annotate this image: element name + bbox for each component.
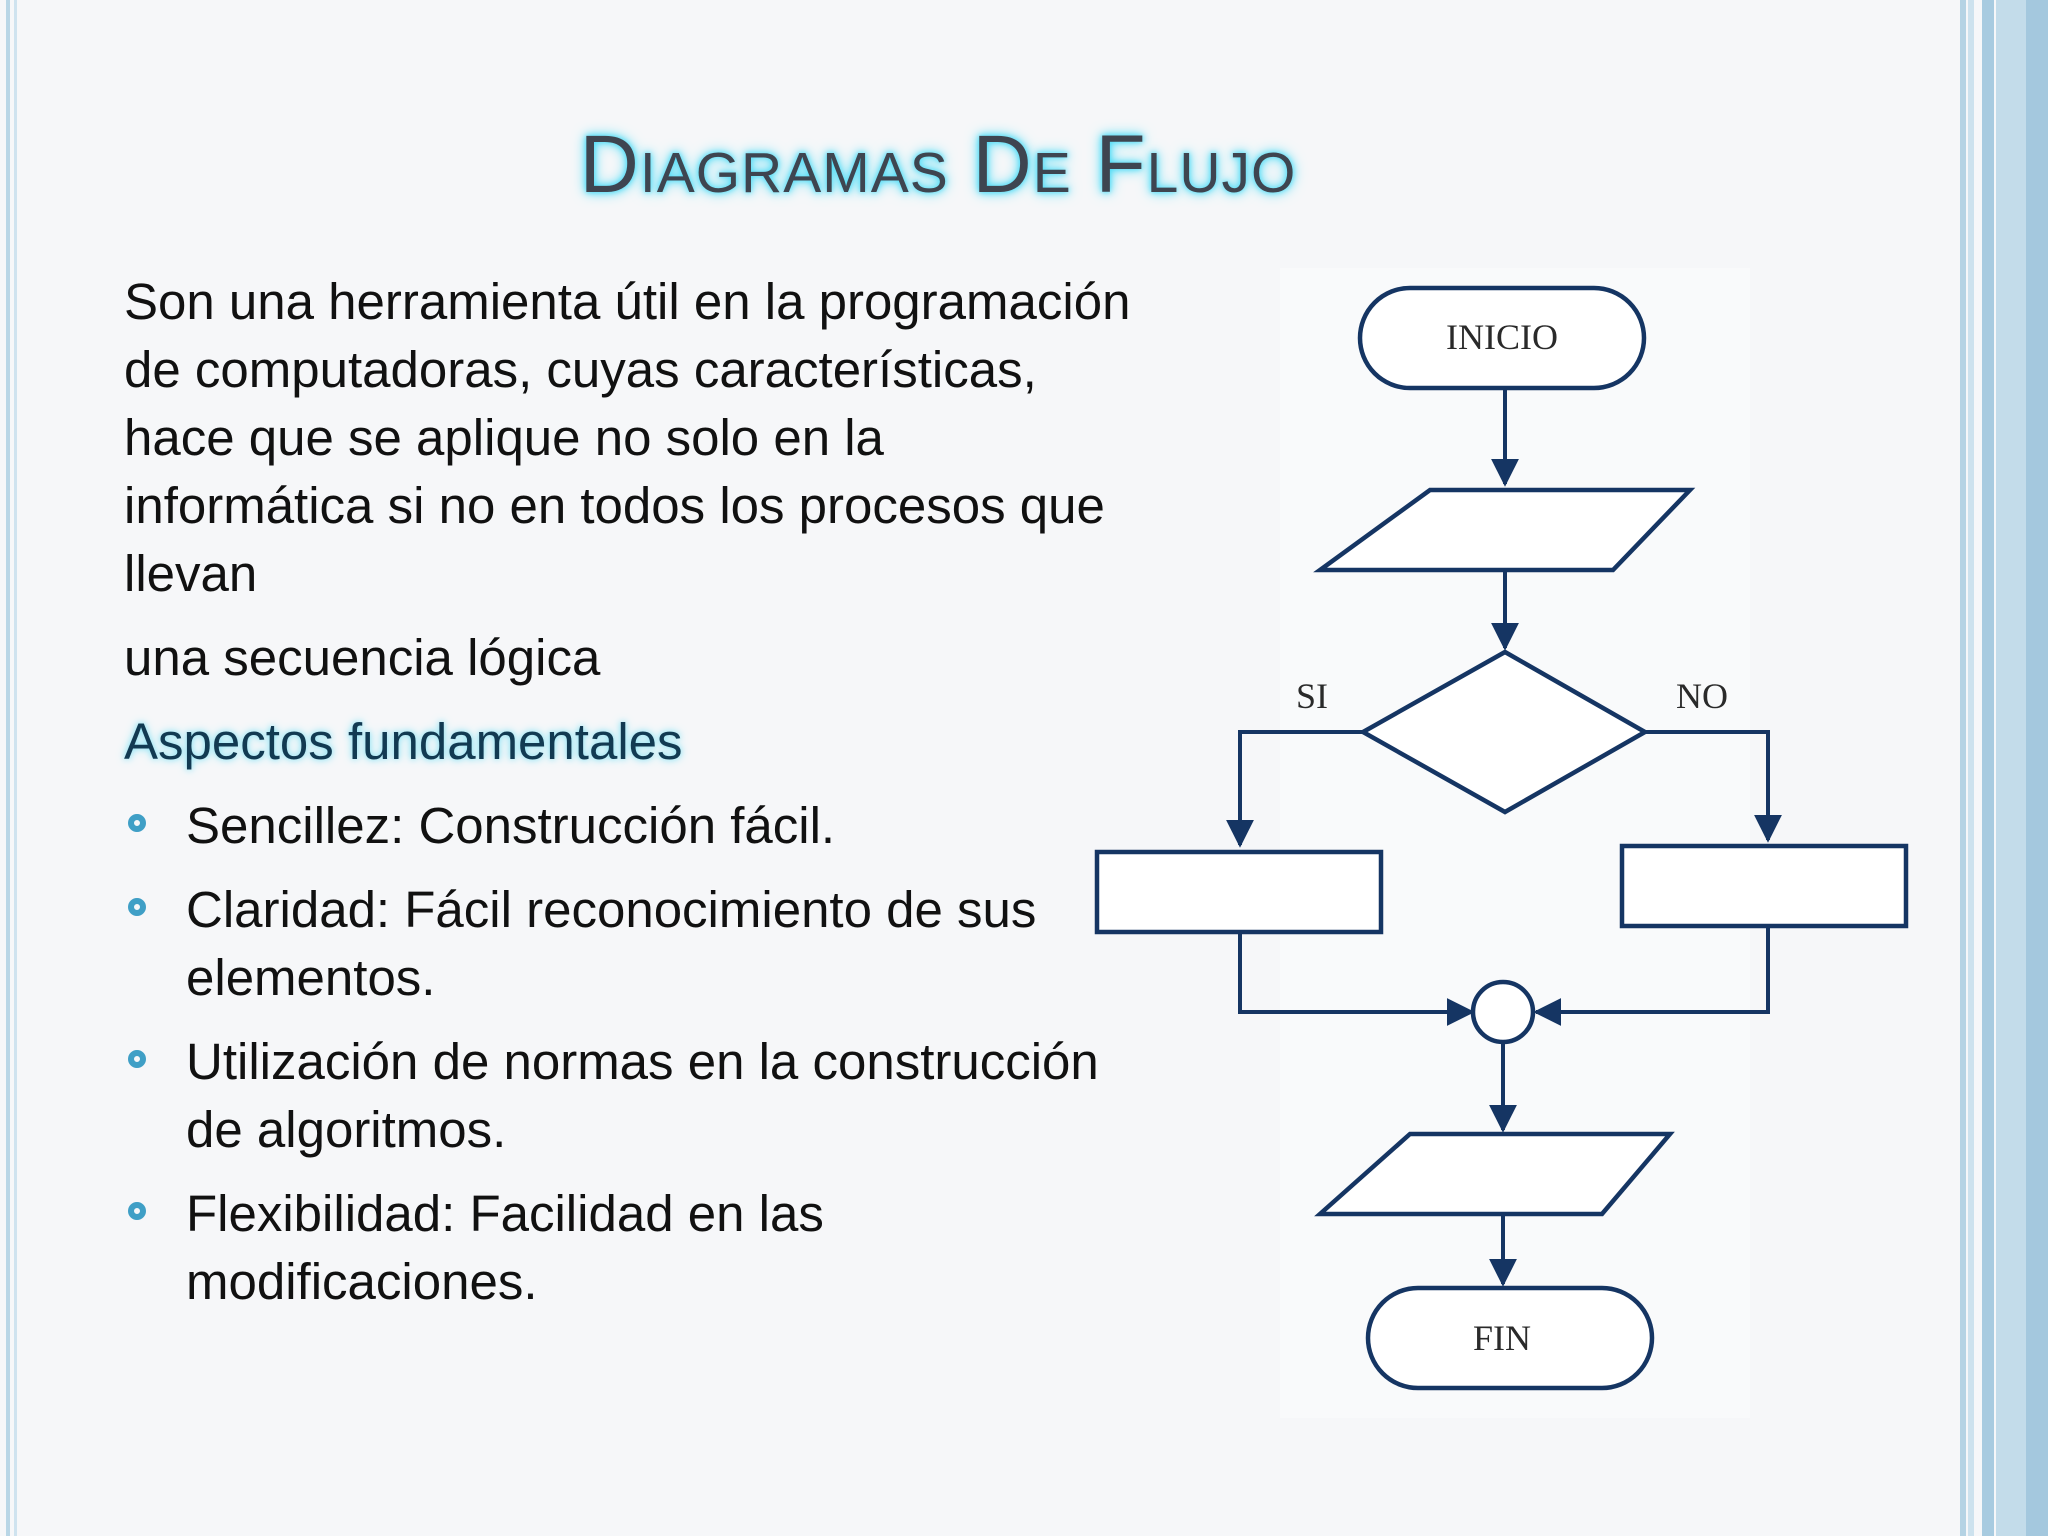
end-terminal-label: FIN bbox=[1473, 1318, 1531, 1358]
intro-paragraph: Son una herramienta útil en la programac… bbox=[124, 273, 1131, 602]
flowchart-background bbox=[1280, 268, 1750, 1418]
merge-connector-circle bbox=[1470, 979, 1536, 1045]
aspects-list: Sencillez: Construcción fácil. Claridad:… bbox=[124, 792, 1134, 1316]
right-decorative-band bbox=[1960, 0, 1966, 1536]
start-terminal bbox=[1357, 285, 1647, 391]
no-process-box bbox=[1619, 843, 1909, 929]
yes-branch-label: SI bbox=[1296, 676, 1328, 716]
content-text: Son una herramienta útil en la programac… bbox=[124, 268, 1134, 1332]
list-item-text: Flexibilidad: Facilidad en las modificac… bbox=[186, 1185, 824, 1310]
list-item-text: Sencillez: Construcción fácil. bbox=[186, 797, 836, 854]
bullet-circle-icon bbox=[128, 898, 146, 916]
bullet-circle-icon bbox=[128, 1050, 146, 1068]
intro-paragraph-continuation: una secuencia lógica bbox=[124, 629, 601, 686]
end-terminal bbox=[1365, 1285, 1655, 1391]
list-item: Utilización de normas en la construcción… bbox=[124, 1028, 1134, 1164]
right-decorative-band bbox=[1968, 0, 1974, 1536]
start-terminal-label: INICIO bbox=[1446, 317, 1558, 357]
list-item: Claridad: Fácil reconocimiento de sus el… bbox=[124, 876, 1134, 1012]
merge-connector-right bbox=[1533, 926, 1770, 1026]
flowchart-diagram: INICIO SI NO FIN bbox=[1094, 268, 1909, 1418]
left-border-line bbox=[6, 0, 10, 1536]
list-item: Flexibilidad: Facilidad en las modificac… bbox=[124, 1180, 1134, 1316]
right-decorative-band bbox=[1996, 0, 2026, 1536]
list-item: Sencillez: Construcción fácil. bbox=[124, 792, 1134, 860]
right-decorative-band bbox=[1982, 0, 1994, 1536]
no-branch-label: NO bbox=[1676, 676, 1728, 716]
list-item-text: Claridad: Fácil reconocimiento de sus el… bbox=[186, 881, 1037, 1006]
right-decorative-band bbox=[2026, 0, 2048, 1536]
input-parallelogram bbox=[1313, 487, 1696, 573]
bullet-circle-icon bbox=[128, 814, 146, 832]
aspects-subheading: Aspectos fundamentales bbox=[124, 713, 683, 770]
merge-connector-left bbox=[1238, 932, 1475, 1026]
decision-diamond bbox=[1358, 649, 1650, 815]
slide-title: Diagramas De Flujo bbox=[579, 119, 1297, 210]
bullet-circle-icon bbox=[128, 1202, 146, 1220]
no-branch-connector bbox=[1645, 730, 1782, 843]
yes-process-box bbox=[1094, 849, 1384, 935]
yes-branch-connector bbox=[1226, 730, 1363, 848]
left-border-line bbox=[14, 0, 17, 1536]
output-parallelogram bbox=[1314, 1131, 1675, 1217]
list-item-text: Utilización de normas en la construcción… bbox=[186, 1033, 1099, 1158]
